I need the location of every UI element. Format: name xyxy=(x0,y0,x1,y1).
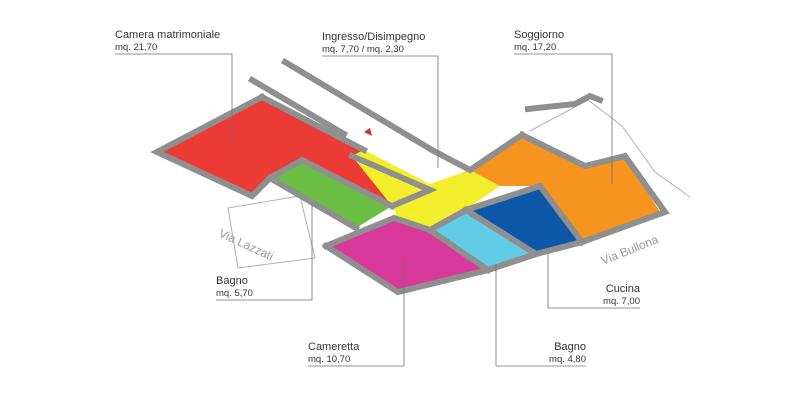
label-bagno-blue-area: mq. 4,80 xyxy=(549,354,586,365)
corridor-wall-top xyxy=(280,57,437,155)
leader-lines xyxy=(115,53,640,367)
street-via-lazzati: Via Lazzati xyxy=(217,226,276,263)
balcony-outlines xyxy=(227,99,691,269)
label-bagno-blue-name: Bagno xyxy=(554,341,586,353)
room-bagno-blue xyxy=(430,210,536,270)
room-bagno-green xyxy=(270,160,392,228)
label-cameretta: Cameretta mq. 10,70 xyxy=(308,341,360,365)
label-cucina-name: Cucina xyxy=(606,283,641,295)
wall-ingresso-top xyxy=(427,130,527,174)
entrance-marker-icon xyxy=(364,128,372,136)
label-ingresso-name: Ingresso/Disimpegno xyxy=(322,31,425,43)
wall-soggiorno-outer xyxy=(517,130,670,246)
label-bagno-blue: Bagno mq. 4,80 xyxy=(549,341,586,365)
corridor-walls xyxy=(247,57,604,155)
street-via-bullona: Via Bullona xyxy=(599,232,661,268)
wall-ingresso-bagno xyxy=(425,205,471,235)
room-cameretta xyxy=(326,218,488,290)
label-cucina-area: mq. 7,00 xyxy=(603,296,640,307)
leader-soggiorno xyxy=(514,53,613,184)
leader-bagno-green xyxy=(216,204,313,301)
label-cameretta-name: Cameretta xyxy=(308,341,360,353)
label-bagno-green-name: Bagno xyxy=(216,275,248,287)
label-cucina: Cucina mq. 7,00 xyxy=(603,283,641,307)
soggiorno-top-wall xyxy=(524,92,604,113)
label-bagno-green: Bagno mq. 5,70 xyxy=(216,275,253,299)
wall-camera-inner xyxy=(265,156,397,211)
wall-cucina-left xyxy=(462,182,587,247)
wall-camera-right xyxy=(348,152,438,210)
balcony-lazzati xyxy=(227,195,316,269)
wall-cucina-bagno xyxy=(461,205,543,274)
label-ingresso-area: mq. 7,70 / mq. 2,30 xyxy=(322,44,404,55)
leader-ingresso xyxy=(322,55,439,168)
label-soggiorno-name: Soggiorno xyxy=(514,29,564,41)
corridor-wall-bottom xyxy=(247,75,349,139)
label-soggiorno: Soggiorno mq. 17,20 xyxy=(514,29,564,53)
label-camera-matrimoniale: Camera matrimoniale mq. 21,70 xyxy=(115,29,220,53)
label-bagno-green-area: mq. 5,70 xyxy=(216,288,253,299)
walls xyxy=(150,92,670,296)
label-cameretta-area: mq. 10,70 xyxy=(308,354,350,365)
wall-camera-top xyxy=(257,92,369,155)
balcony-soggiorno xyxy=(529,99,691,198)
wall-cameretta-top xyxy=(322,214,493,275)
rooms xyxy=(157,97,660,290)
leader-camera-matrimoniale xyxy=(115,53,233,144)
label-ingresso: Ingresso/Disimpegno mq. 7,70 / mq. 2,30 xyxy=(322,31,425,55)
label-soggiorno-area: mq. 17,20 xyxy=(514,42,556,53)
leader-cameretta xyxy=(308,260,405,367)
wall-bagno-green-bottom xyxy=(265,173,361,233)
wall-camera-outer xyxy=(150,92,275,200)
label-camera-matrimoniale-name: Camera matrimoniale xyxy=(115,29,220,41)
room-camera-matrimoniale xyxy=(157,97,422,206)
label-camera-matrimoniale-area: mq. 21,70 xyxy=(115,42,157,53)
